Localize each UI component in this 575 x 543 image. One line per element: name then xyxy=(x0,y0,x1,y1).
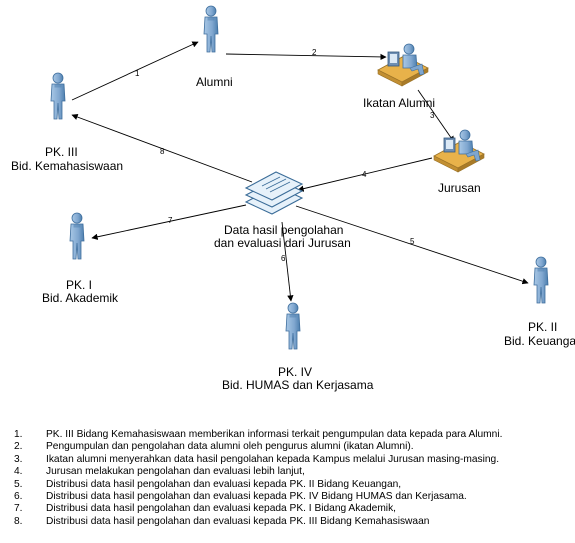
edge-3-line xyxy=(417,89,455,143)
node-pk2[interactable]: PK. II Bid. Keuangan xyxy=(504,256,575,348)
document-stack-icon xyxy=(244,171,304,215)
legend-item: 2.Pengumpulan dan pengolahan data alumni… xyxy=(14,441,414,453)
legend-item: 1.PK. III Bidang Kemahasiswaan memberika… xyxy=(14,429,503,440)
node-pk3-title: PK. III xyxy=(45,145,78,159)
node-alumni[interactable]: Alumni xyxy=(196,5,233,89)
node-data[interactable]: Data hasil pengolahan dan evaluasi dari … xyxy=(214,171,351,250)
node-pk2-title: PK. II xyxy=(528,320,557,334)
legend-item: 6.Distribusi data hasil pengolahan dan e… xyxy=(14,491,467,503)
person-at-desk-icon xyxy=(377,43,429,87)
edge-8-line xyxy=(71,114,253,183)
legend-item: 5.Distribusi data hasil pengolahan dan e… xyxy=(14,478,402,490)
edge-2-line xyxy=(225,53,387,61)
node-pk3[interactable]: PK. III Bid. Kemahasiswaan xyxy=(11,72,123,173)
node-jurusan[interactable]: Jurusan xyxy=(433,129,485,195)
node-pk1-title: PK. I xyxy=(66,278,92,292)
person-icon xyxy=(285,302,301,350)
person-icon xyxy=(69,212,85,260)
legend-item: 8.Distribusi data hasil pengolahan dan e… xyxy=(14,515,430,527)
edge-label-layer: 1 2 3 4 5 6 7 8 xyxy=(135,48,435,263)
edge-layer xyxy=(71,41,529,302)
legend-list: 1.PK. III Bidang Kemahasiswaan memberika… xyxy=(14,429,574,528)
edge-7-label: 7 xyxy=(168,216,173,225)
person-at-desk-icon xyxy=(433,129,485,173)
node-alumni-label: Alumni xyxy=(196,75,233,89)
flow-diagram: 1 2 3 4 5 6 7 8 Alumni Ikatan Alumni Jur… xyxy=(11,5,575,392)
edge-1-line xyxy=(71,41,199,101)
edge-2-label: 2 xyxy=(312,48,317,57)
node-pk2-subtitle: Bid. Keuangan xyxy=(504,334,575,348)
node-data-title: Data hasil pengolahan xyxy=(224,223,343,237)
edge-6-label: 6 xyxy=(281,254,286,263)
node-jurusan-label: Jurusan xyxy=(438,181,481,195)
person-icon xyxy=(50,72,66,120)
node-pk1[interactable]: PK. I Bid. Akademik xyxy=(42,212,119,305)
edge-7-line xyxy=(91,204,247,240)
edge-4-line xyxy=(297,157,433,192)
node-pk3-subtitle: Bid. Kemahasiswaan xyxy=(11,159,123,173)
person-icon xyxy=(203,5,219,53)
edge-4-label: 4 xyxy=(362,170,367,179)
node-ikatan-alumni[interactable]: Ikatan Alumni xyxy=(363,43,435,110)
edge-8-label: 8 xyxy=(160,147,165,156)
edge-6-line xyxy=(281,221,294,302)
node-pk4[interactable]: PK. IV Bid. HUMAS dan Kerjasama xyxy=(222,302,374,392)
edge-1-label: 1 xyxy=(135,69,140,78)
node-data-subtitle: dan evaluasi dari Jurusan xyxy=(214,236,351,250)
person-icon xyxy=(533,256,549,304)
node-ikatan-alumni-label: Ikatan Alumni xyxy=(363,96,435,110)
node-pk1-subtitle: Bid. Akademik xyxy=(42,291,119,305)
node-pk4-title: PK. IV xyxy=(278,365,312,379)
edge-3-label: 3 xyxy=(430,111,435,120)
node-pk4-subtitle: Bid. HUMAS dan Kerjasama xyxy=(222,378,374,392)
legend-item: 7.Distribusi data hasil pengolahan dan e… xyxy=(14,503,396,515)
legend-item: 4.Jurusan melakukan pengolahan dan evalu… xyxy=(14,466,305,478)
edge-5-line xyxy=(295,205,529,285)
edge-5-label: 5 xyxy=(410,237,415,246)
legend-item: 3.Ikatan alumni menyerahkan data hasil p… xyxy=(14,453,500,465)
